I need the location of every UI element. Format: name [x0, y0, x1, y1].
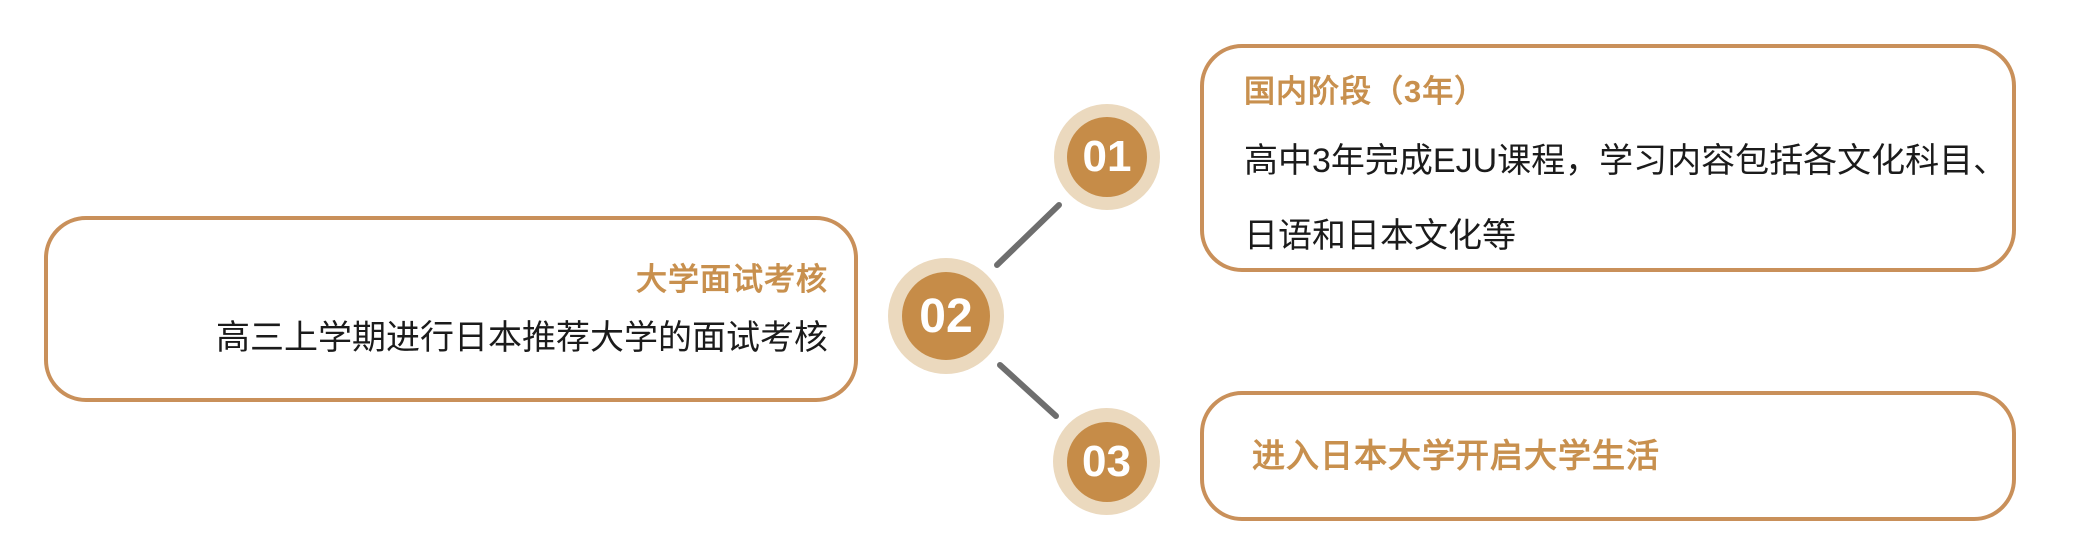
step-03-card: 进入日本大学开启大学生活: [1200, 391, 2016, 521]
connector-02-to-01: [994, 202, 1062, 268]
step-01-card: 国内阶段（3年） 高中3年完成EJU课程，学习内容包括各文化科目、 日语和日本文…: [1200, 44, 2016, 272]
step-03-badge: 03: [1053, 408, 1160, 515]
step-01-description-line-2: 日语和日本文化等: [1244, 217, 1516, 255]
step-01-description-line-1: 高中3年完成EJU课程，学习内容包括各文化科目、: [1244, 142, 2008, 180]
step-01-title: 国内阶段（3年）: [1244, 74, 1487, 109]
step-03-number: 03: [1066, 421, 1147, 502]
step-02-number: 02: [902, 272, 990, 360]
step-02-card: 大学面试考核 高三上学期进行日本推荐大学的面试考核: [44, 216, 858, 402]
step-02-badge: 02: [888, 258, 1004, 374]
step-01-number: 01: [1067, 117, 1147, 197]
connector-02-to-03: [997, 362, 1059, 419]
step-01-description: 高中3年完成EJU课程，学习内容包括各文化科目、 日语和日本文化等: [1244, 124, 2008, 274]
step-01-badge: 01: [1054, 104, 1160, 210]
step-02-title: 大学面试考核: [636, 262, 828, 297]
step-03-title: 进入日本大学开启大学生活: [1252, 437, 1660, 474]
step-02-description: 高三上学期进行日本推荐大学的面试考核: [216, 319, 828, 357]
